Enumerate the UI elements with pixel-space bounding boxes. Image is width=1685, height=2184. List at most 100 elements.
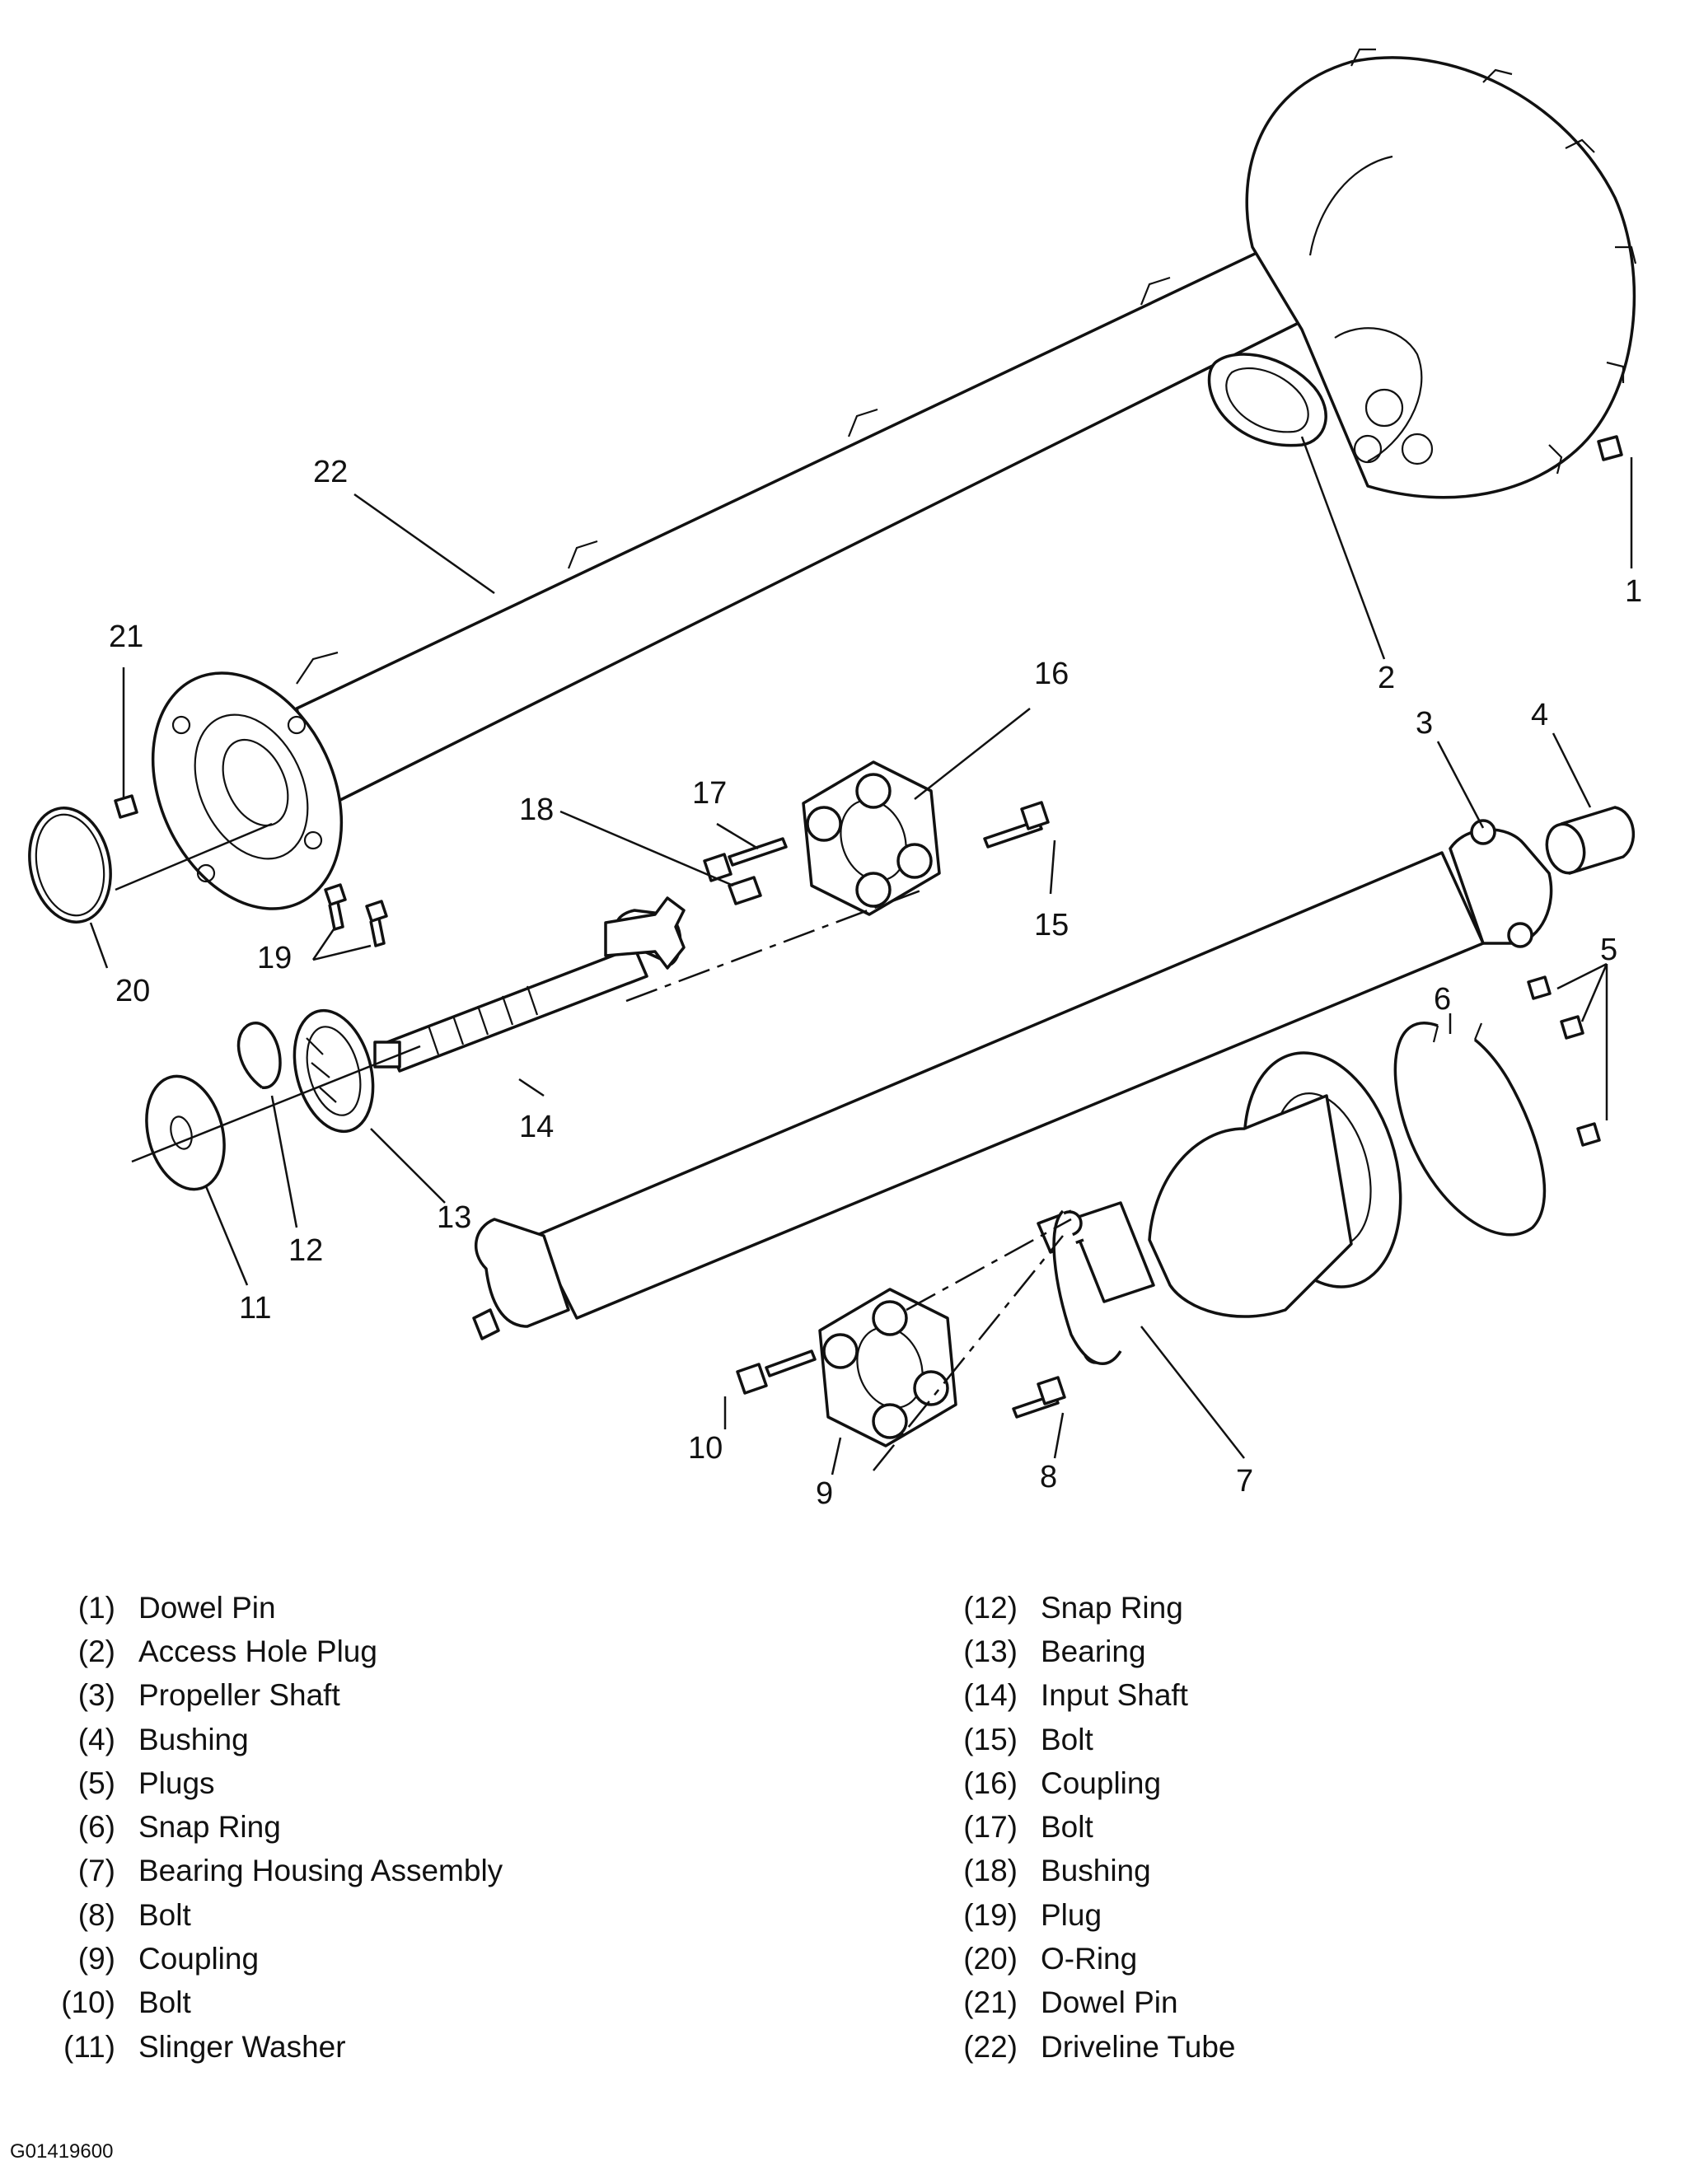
bolt-15 (983, 801, 1050, 849)
legend-part-name: O-Ring (1041, 1942, 1138, 1976)
legend-item: (13) Bearing (927, 1630, 1236, 1673)
legend-number: (16) (963, 1765, 1018, 1800)
legend-number: (19) (963, 1897, 1018, 1932)
legend-part-name: Bolt (1041, 1722, 1093, 1756)
legend-number: (10) (61, 1985, 115, 2020)
legend-part-name: Propeller Shaft (138, 1678, 340, 1713)
dowel-pin-1 (1597, 435, 1623, 461)
slinger-washer (145, 1074, 226, 1191)
bearing (293, 1008, 375, 1134)
legend-part-name: Plugs (138, 1765, 215, 1800)
bushing-4 (1545, 806, 1636, 875)
callout-17: 17 (692, 776, 727, 811)
leader-lines (89, 436, 1633, 1475)
legend-part-name: Bolt (138, 1985, 191, 2020)
legend-part-name: Snap Ring (1041, 1590, 1183, 1625)
assembly-lines (115, 822, 1072, 1471)
snap-ring-12 (236, 1022, 282, 1089)
legend-part-name: Slinger Washer (138, 2029, 346, 2064)
bearing-housing-assembly (1037, 1051, 1402, 1366)
callout-13: 13 (437, 1200, 471, 1235)
legend-part-name: Dowel Pin (138, 1590, 276, 1625)
driveline-tube (151, 48, 1637, 910)
legend-number: (6) (77, 1810, 115, 1845)
callout-10: 10 (688, 1431, 723, 1466)
figure-id: G01419600 (10, 2140, 114, 2163)
legend-part-name: Coupling (138, 1942, 260, 1976)
bolt-8 (1012, 1376, 1066, 1419)
plugs-19 (324, 883, 388, 947)
callout-18: 18 (519, 793, 554, 827)
parts-legend: (1)Dowel Pin (2)Access Hole Plug (3)Prop… (0, 1586, 1685, 2113)
legend-part-name: Coupling (1041, 1765, 1162, 1800)
legend-number: (8) (77, 1897, 115, 1932)
legend-item: (5) Plugs (25, 1761, 503, 1805)
legend-part-name: Bearing (1041, 1634, 1146, 1668)
legend-number: (15) (963, 1722, 1018, 1756)
legend-item: (14)Input Shaft (927, 1674, 1236, 1718)
callout-11: 11 (239, 1291, 271, 1326)
legend-item: (11) Slinger Washer (25, 2025, 503, 2069)
callout-1: 1 (1625, 574, 1642, 609)
legend-item: (18) Bushing (927, 1850, 1236, 1893)
legend-item: (16) Coupling (927, 1761, 1236, 1805)
legend-number: (9) (77, 1942, 115, 1976)
callout-numbers: 1 2 3 4 5 6 7 8 9 10 11 12 13 14 15 16 1… (109, 455, 1642, 1511)
legend-item: (3) Propeller Shaft (25, 1674, 503, 1718)
callout-6: 6 (1434, 982, 1451, 1017)
legend-number: (14) (963, 1678, 1018, 1713)
callout-3: 3 (1416, 706, 1433, 741)
legend-column-right: (12) Snap Ring (13) Bearing (14)Input Shaf… (927, 1586, 1236, 2069)
callout-21: 21 (109, 620, 143, 654)
callout-7: 7 (1236, 1464, 1253, 1499)
legend-part-name: Access Hole Plug (138, 1634, 377, 1668)
bolt-10 (736, 1349, 817, 1395)
callout-16: 16 (1034, 657, 1069, 691)
legend-number: (20) (963, 1942, 1018, 1976)
legend-number: (3) (77, 1678, 115, 1713)
legend-number: (7) (77, 1854, 115, 1888)
exploded-parts-diagram: 1 2 3 4 5 6 7 8 9 10 11 12 13 14 15 16 1… (28, 48, 1642, 1511)
legend-number: (13) (963, 1634, 1018, 1668)
legend-number: (12) (963, 1590, 1018, 1625)
legend-item: (15) Bolt (927, 1718, 1236, 1761)
legend-item: (8) Bolt (25, 1893, 503, 1937)
legend-part-name: Plug (1041, 1897, 1102, 1932)
legend-column-left: (1)Dowel Pin (2)Access Hole Plug (3)Prop… (25, 1586, 503, 2069)
legend-number: (17) (963, 1810, 1018, 1845)
legend-part-name: Bolt (1041, 1810, 1093, 1845)
coupling-9 (818, 1288, 957, 1447)
bushing-18 (728, 876, 762, 905)
legend-part-name: Bushing (1041, 1854, 1151, 1888)
coupling-16 (802, 760, 941, 916)
legend-number: (4) (77, 1722, 115, 1756)
legend-item: (20) O-Ring (927, 1937, 1236, 1981)
legend-part-name: Dowel Pin (1041, 1985, 1178, 2020)
callout-12: 12 (288, 1233, 323, 1268)
callout-22: 22 (313, 455, 348, 489)
legend-number: (11) (63, 2029, 115, 2064)
callout-9: 9 (816, 1476, 833, 1511)
access-hole-plug (1207, 353, 1327, 447)
legend-item: (9) Coupling (25, 1937, 503, 1981)
legend-number: (5) (77, 1765, 115, 1800)
legend-part-name: Bolt (138, 1897, 191, 1932)
callout-8: 8 (1040, 1460, 1057, 1494)
o-ring (28, 807, 112, 924)
callout-2: 2 (1378, 661, 1395, 695)
legend-item: (1) Dowel Pin (25, 1586, 503, 1630)
legend-item: (19) Plug (927, 1893, 1236, 1937)
snap-ring-6 (1393, 1022, 1547, 1237)
legend-item: (22)Driveline Tube (927, 2025, 1235, 2069)
callout-15: 15 (1034, 908, 1069, 942)
legend-number: (18) (963, 1854, 1018, 1888)
legend-part-name: Snap Ring (138, 1810, 281, 1845)
callout-14: 14 (519, 1110, 554, 1144)
legend-item: (10) Bolt (25, 1981, 503, 2025)
legend-part-name: Bearing Housing Assembly (138, 1854, 503, 1888)
dowel-pin-21 (114, 794, 138, 819)
bolt-17 (703, 837, 788, 882)
callout-5: 5 (1600, 933, 1617, 967)
legend-item: (12) Snap Ring (927, 1586, 1236, 1630)
legend-number: (1) (77, 1590, 115, 1625)
